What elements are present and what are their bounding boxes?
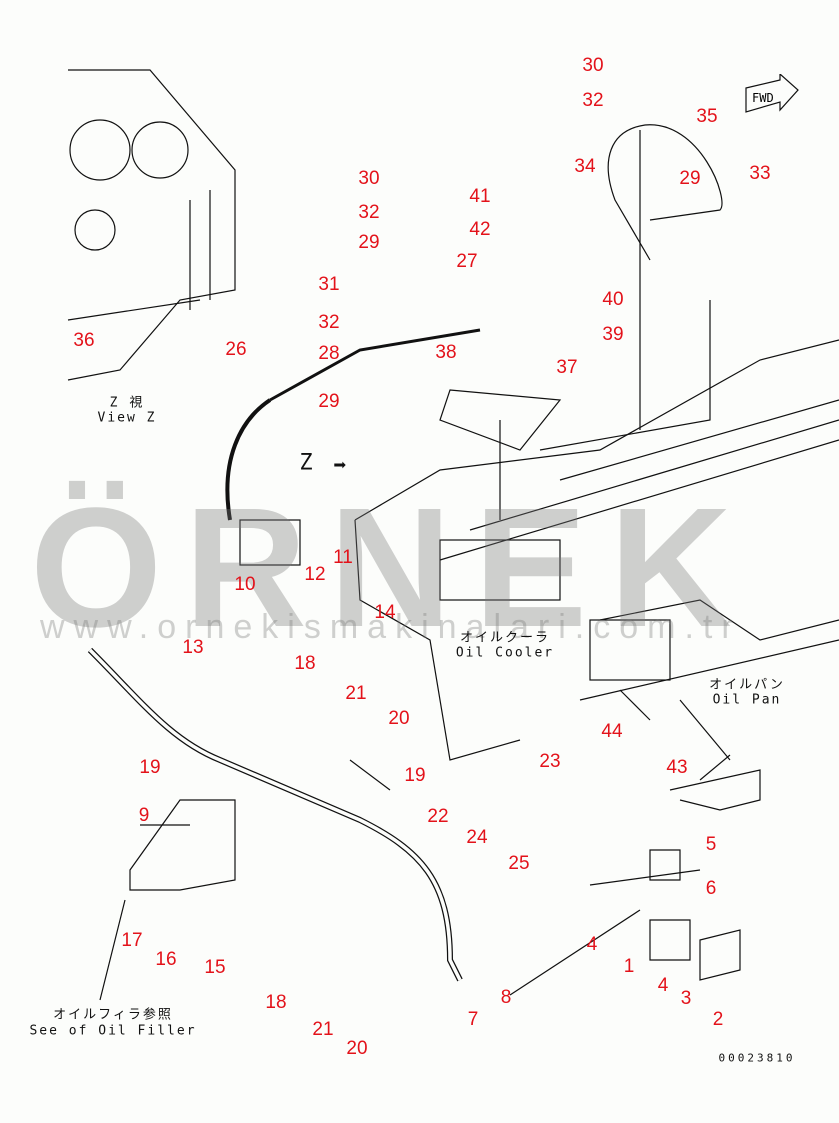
callout: 3	[680, 988, 692, 1009]
callout: 13	[182, 637, 204, 658]
callout: 44	[601, 721, 623, 742]
callout: 39	[602, 324, 624, 345]
callout: 10	[234, 574, 256, 595]
callout: 16	[155, 949, 177, 970]
callout: 18	[265, 992, 287, 1013]
callout: 24	[466, 827, 488, 848]
callout: 26	[225, 339, 247, 360]
callout: 12	[304, 564, 326, 585]
callout: 29	[679, 168, 701, 189]
callout: 33	[749, 163, 771, 184]
callout: 21	[312, 1019, 334, 1040]
callout: 29	[318, 391, 340, 412]
oil-cooler-label-jp: オイルクーラ	[459, 630, 551, 646]
callout: 5	[705, 834, 717, 855]
z-arrow-label: Z	[299, 450, 315, 476]
callout: 25	[508, 853, 530, 874]
callout: 2	[712, 1009, 724, 1030]
callout: 6	[705, 878, 717, 899]
callout: 27	[456, 251, 478, 272]
callout: 31	[318, 274, 340, 295]
fwd-arrow-icon: FWD	[745, 74, 799, 113]
callout: 23	[539, 751, 561, 772]
oil-pan-label: Oil Pan	[712, 692, 782, 708]
callout: 21	[345, 683, 367, 704]
oil-cooler-label: Oil Cooler	[455, 645, 555, 661]
callout: 37	[556, 357, 578, 378]
callout: 4	[657, 975, 669, 996]
callout: 32	[582, 90, 604, 111]
view-z-label-jp: Z 視	[109, 395, 145, 411]
callout: 20	[346, 1038, 368, 1059]
drawing-number: 00023810	[718, 1051, 796, 1065]
fwd-label: FWD	[752, 91, 774, 105]
callout: 20	[388, 708, 410, 729]
callout: 38	[435, 342, 457, 363]
callout: 42	[469, 219, 491, 240]
callout: 30	[358, 168, 380, 189]
callout: 7	[467, 1009, 479, 1030]
oil-filler-label: See of Oil Filler	[29, 1023, 197, 1039]
callout: 28	[318, 343, 340, 364]
watermark-logo: ÖRNEK	[30, 473, 754, 663]
callout: 15	[204, 957, 226, 978]
callout: 35	[696, 106, 718, 127]
callout: 40	[602, 289, 624, 310]
callout: 22	[427, 806, 449, 827]
callout: 34	[574, 156, 596, 177]
callout: 32	[318, 312, 340, 333]
watermark-url: www.ornekismakinalari.com.tr	[40, 608, 742, 646]
view-z-label: View Z	[97, 410, 157, 426]
callout: 9	[138, 805, 150, 826]
oil-filler-label-jp: オイルフィラ参照	[53, 1007, 173, 1023]
z-arrow-icon: ➡	[333, 453, 349, 479]
callout: 36	[73, 330, 95, 351]
callout: 30	[582, 55, 604, 76]
callout: 8	[500, 987, 512, 1008]
callout: 41	[469, 186, 491, 207]
callout: 32	[358, 202, 380, 223]
callout: 17	[121, 930, 143, 951]
callout: 18	[294, 653, 316, 674]
callout: 11	[333, 547, 353, 568]
callout: 19	[404, 765, 426, 786]
callout: 43	[666, 757, 688, 778]
callout: 19	[139, 757, 161, 778]
callout: 4	[586, 934, 598, 955]
callout: 1	[623, 956, 635, 977]
callout: 14	[374, 602, 396, 623]
callout: 29	[358, 232, 380, 253]
oil-pan-label-jp: オイルパン	[709, 677, 785, 693]
